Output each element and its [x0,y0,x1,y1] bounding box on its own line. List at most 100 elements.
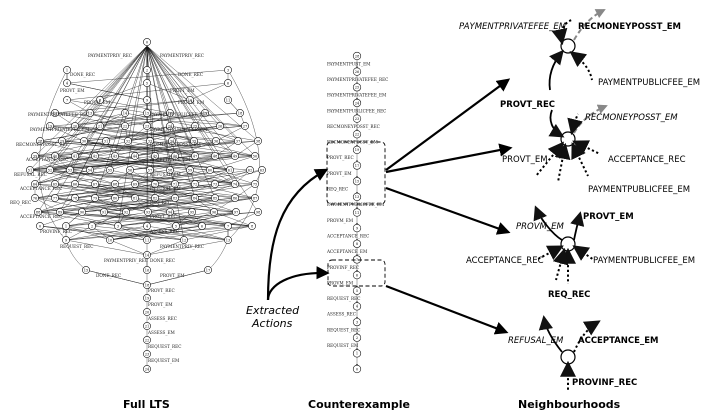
lts-state [143,122,151,130]
lts-state [143,38,151,46]
lts-state-number: 21 [98,124,103,128]
lts-state-number: 1 [65,224,67,228]
neighbourhood-1: PAYMENTPRIVATEFEE_EM RECMONEYPOSST_EM PA… [459,9,700,110]
cex-state-number: 17 [355,164,360,168]
lts-edge [154,169,251,185]
lts-edge [65,225,93,241]
lts-state [56,208,64,216]
cex-state [352,51,362,61]
lts-edge [169,125,259,142]
lts-edge-label: ACCEPTANCE_EM [149,157,191,162]
lts-edge [54,99,191,114]
lts-state [51,194,59,202]
lts-state-number: 19 [145,296,150,300]
lts-edge [169,211,229,227]
lts-edge [147,211,253,227]
lts-chain-label: PROVT_REC [148,288,175,293]
lts-state [254,137,262,145]
cex-state [352,255,362,264]
lts-state [114,222,122,230]
lts-edge-label: PAYMENTPRIV_REC [160,244,204,249]
lts-state [143,350,151,358]
lts-edge-label: REFUSAL_EM [150,186,181,191]
lts-edge [154,197,237,213]
cex-state [352,239,362,248]
lts-back-edge [146,45,236,185]
lts-edge [134,169,191,185]
lts-edge [85,269,148,286]
lts-edge [114,183,256,199]
lts-state-number: 47 [193,154,198,158]
lts-edge [127,125,221,142]
lts-state-number: 82 [153,196,158,200]
lts-edge [146,112,171,127]
n3-in-right-edge [572,245,595,261]
n4-out-right-label: ACCEPTANCE_EM [578,336,658,346]
lts-edge [34,140,107,157]
lts-state-number: 59 [188,168,193,172]
cex-state [352,192,362,201]
lts-edge-label: DONE_REC [178,72,203,77]
lts-state [186,166,194,174]
n3-out-right-edge [570,211,585,241]
lts-state-number: 3 [227,68,230,72]
n3-in-left-label: ACCEPTANCE_REC [466,256,544,266]
lts-edge [134,140,195,157]
lts-state [246,166,254,174]
lts-edge [175,211,215,227]
lts-state [71,194,79,202]
lts-state [111,180,119,188]
cex-state [352,177,362,186]
lts-edge [65,225,148,241]
lts-edge [94,140,259,157]
lts-edge [117,211,215,227]
cex-state-number: 0 [356,367,359,371]
lts-back-edge [109,45,148,171]
lts-edge [227,211,259,227]
lts-edge [129,155,216,171]
lts-state-number: 18 [238,111,243,115]
lts-edge-label: PAYMENTPUBLICFEE_REC [150,112,209,117]
lts-state [258,166,266,174]
lts-state-number: 16 [145,268,150,272]
lts-state-number: 42 [93,154,98,158]
lts-state-number: 23 [145,124,150,128]
lts-state-number: 28 [38,139,43,143]
lts-state [166,208,174,216]
arrow-to-neighbourhood-1 [385,78,511,171]
lts-state [46,122,54,130]
cex-state [352,130,362,139]
lts-state-number: 92 [124,210,129,214]
lts-state [66,166,74,174]
cex-state [352,302,362,311]
lts-edge [149,140,196,157]
n3-state [560,236,576,252]
lts-edge [189,155,216,171]
lts-state [204,266,212,274]
cex-state-number: 15 [355,180,360,184]
lts-state-number: 3 [117,224,120,228]
lts-state [143,308,151,316]
cex-edge-label: REQ_REC [327,187,348,192]
lts-edge [65,225,253,241]
lts-state [131,194,139,202]
lts-state-number: 8 [251,224,254,228]
lts-state-number: 34 [170,139,175,143]
lts-state [248,222,256,230]
cex-edge-label: PAYMENTPRIVATEFEE_EM [327,93,387,98]
cex-state-number: 9 [356,226,359,230]
lts-state-number: 89 [58,210,63,214]
lts-chain-label: ASSESS_REC [147,316,177,321]
lts-state [146,166,154,174]
lts-edge [29,155,76,171]
lts-state [88,222,96,230]
lts-edge-label: REFUSAL_EM [150,172,181,177]
lts-state [251,194,259,202]
lts-edge [146,239,229,256]
lts-edge-label: PAYMENTPRIVATEFEE_EM [30,127,90,132]
lts-state [166,122,174,130]
cex-edge-label: REQUEST_REC [327,327,360,332]
lts-state [171,152,179,160]
cex-state-number: 6 [356,273,359,277]
